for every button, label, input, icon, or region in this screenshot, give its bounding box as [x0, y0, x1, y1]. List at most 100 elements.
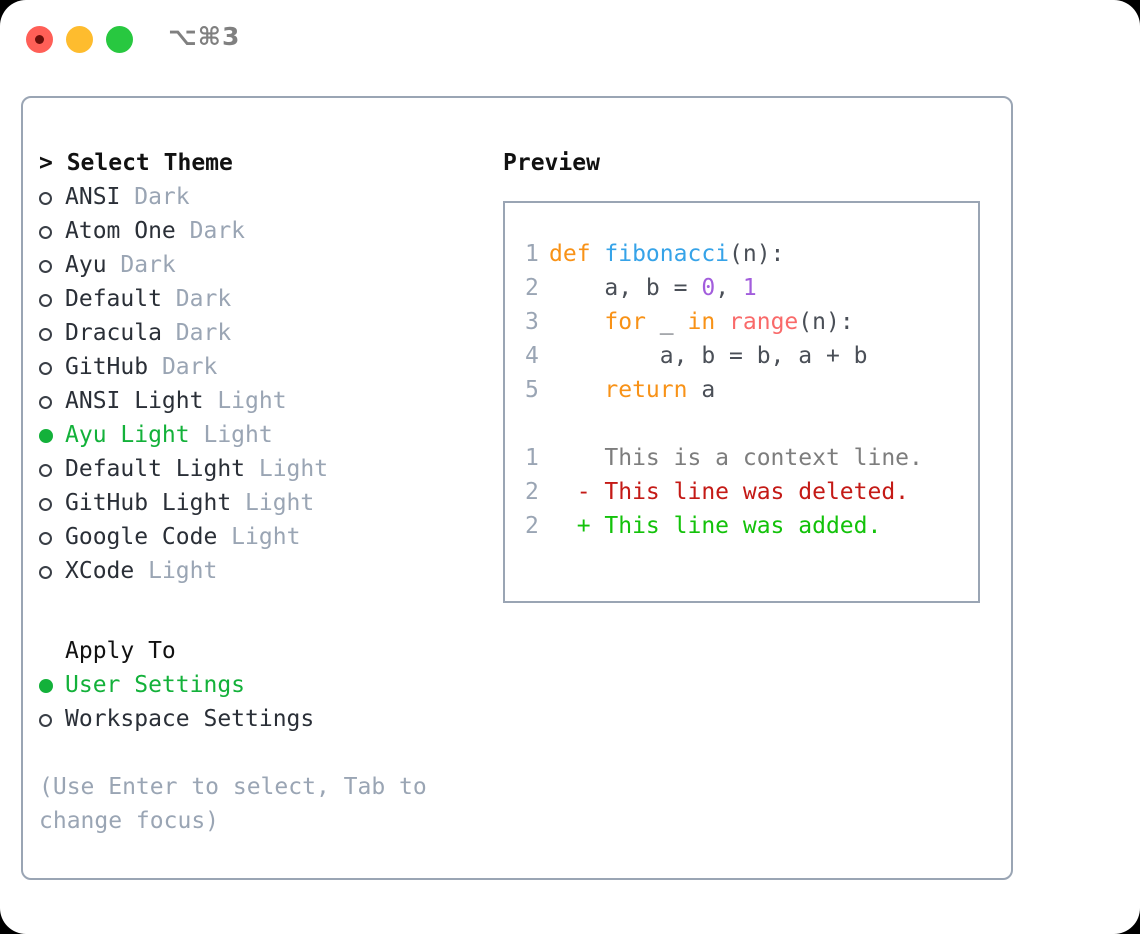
- help-text: (Use Enter to select, Tab to change focu…: [39, 774, 427, 834]
- theme-name: Ayu Light: [65, 422, 190, 448]
- radio-unselected-icon: [39, 316, 65, 350]
- theme-name: Default Light: [65, 456, 246, 482]
- code-token: [549, 309, 604, 335]
- radio-unselected-icon: [39, 384, 65, 418]
- theme-list-item[interactable]: Atom One Dark: [39, 214, 479, 248]
- apply-to-item[interactable]: User Settings: [39, 668, 479, 702]
- theme-list-item[interactable]: GitHub Light Light: [39, 486, 479, 520]
- theme-list-item[interactable]: Dracula Dark: [39, 316, 479, 350]
- theme-kind-tag: Light: [231, 490, 315, 516]
- window-title: ⌥⌘3: [168, 22, 241, 51]
- radio-unselected-icon: [39, 214, 65, 248]
- radio-unselected-icon: [39, 282, 65, 316]
- diff-text: This line was added.: [604, 513, 882, 539]
- theme-list-item[interactable]: Ayu Light Light: [39, 418, 479, 452]
- theme-list-item[interactable]: XCode Light: [39, 554, 479, 588]
- code-line: 2 a, b = 0, 1: [505, 271, 978, 305]
- theme-name: Default: [65, 286, 162, 312]
- theme-name: Ayu: [65, 252, 107, 278]
- theme-kind-tag: Light: [217, 524, 301, 550]
- diff-marker: [549, 445, 604, 471]
- radio-unselected-icon: [39, 248, 65, 282]
- theme-list-item[interactable]: ANSI Dark: [39, 180, 479, 214]
- bullet: [39, 566, 52, 579]
- code-line: 4 a, b = b, a + b: [505, 339, 978, 373]
- code-token: fibonacci: [604, 241, 730, 267]
- theme-list-item[interactable]: ANSI Light Light: [39, 384, 479, 418]
- apply-to-item[interactable]: Workspace Settings: [39, 702, 479, 736]
- bullet: [39, 714, 52, 727]
- bullet: [39, 226, 52, 239]
- diff-line: 1 This is a context line.: [505, 441, 978, 475]
- theme-name: Dracula: [65, 320, 162, 346]
- close-button[interactable]: [26, 26, 53, 53]
- theme-name: GitHub Light: [65, 490, 232, 516]
- bullet: [39, 679, 53, 693]
- minimize-button[interactable]: [66, 26, 93, 53]
- bullet: [39, 498, 52, 511]
- line-number: 5: [525, 377, 539, 403]
- bullet: [39, 328, 52, 341]
- theme-kind-tag: Dark: [175, 218, 246, 244]
- line-number: 4: [525, 343, 539, 369]
- theme-kind-tag: Dark: [120, 184, 190, 210]
- theme-list-item[interactable]: Google Code Light: [39, 520, 479, 554]
- code-token: in: [687, 309, 716, 335]
- theme-kind-tag: Dark: [148, 354, 218, 380]
- code-token: [549, 377, 604, 403]
- bullet: [39, 532, 52, 545]
- bullet: [39, 396, 52, 409]
- theme-name: Atom One: [65, 218, 176, 244]
- code-line: 5 return a: [505, 373, 978, 407]
- radio-unselected-icon: [39, 350, 65, 384]
- bullet: [39, 362, 52, 375]
- radio-unselected-icon: [39, 180, 65, 214]
- diff-sample: 1 This is a context line.2 - This line w…: [505, 441, 978, 543]
- code-line: 3 for _ in range(n):: [505, 305, 978, 339]
- theme-kind-tag: Light: [245, 456, 329, 482]
- bullet: [39, 192, 52, 205]
- diff-line: 2 + This line was added.: [505, 509, 978, 543]
- theme-name: GitHub: [65, 354, 149, 380]
- theme-list-item[interactable]: Ayu Dark: [39, 248, 479, 282]
- code-token: def: [549, 241, 605, 267]
- diff-marker: -: [549, 479, 605, 505]
- title-bar: ⌥⌘3: [0, 0, 1140, 78]
- code-token: (n):: [729, 241, 785, 267]
- diff-marker: +: [549, 513, 605, 539]
- theme-list-item[interactable]: Default Dark: [39, 282, 479, 316]
- line-number: 1: [525, 445, 539, 471]
- maximize-button[interactable]: [106, 26, 133, 53]
- apply-to-label: Workspace Settings: [65, 706, 315, 732]
- code-token: (n):: [798, 309, 854, 335]
- theme-name: ANSI Light: [65, 388, 204, 414]
- radio-unselected-icon: [39, 520, 65, 554]
- line-number: 2: [525, 479, 539, 505]
- line-number: 2: [525, 275, 539, 301]
- theme-kind-tag: Dark: [106, 252, 176, 278]
- code-token: for: [604, 309, 646, 335]
- spacer: [505, 407, 978, 441]
- theme-kind-tag: Light: [203, 388, 287, 414]
- theme-list-item[interactable]: Default Light Light: [39, 452, 479, 486]
- bullet: [39, 429, 53, 443]
- bullet: [39, 464, 52, 477]
- diff-line: 2 - This line was deleted.: [505, 475, 978, 509]
- theme-list-header: > Select Theme: [39, 150, 233, 176]
- theme-list-item[interactable]: GitHub Dark: [39, 350, 479, 384]
- theme-name: Google Code: [65, 524, 218, 550]
- line-number: 3: [525, 309, 539, 335]
- radio-unselected-icon: [39, 452, 65, 486]
- radio-unselected-icon: [39, 702, 65, 736]
- code-token: range: [729, 309, 799, 335]
- preview-title: Preview: [503, 150, 600, 176]
- code-token: return: [604, 377, 688, 403]
- radio-selected-icon: [39, 418, 65, 452]
